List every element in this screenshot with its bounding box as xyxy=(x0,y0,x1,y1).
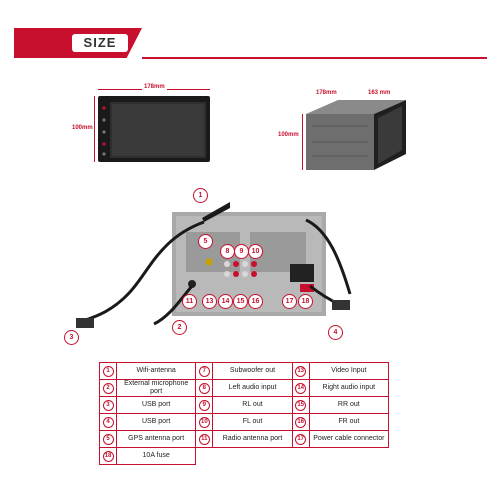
legend-number: 11 xyxy=(198,433,210,445)
callout-13: 13 xyxy=(202,294,217,309)
callout-18: 18 xyxy=(298,294,313,309)
legend-number: 4 xyxy=(102,416,114,428)
front-view-diagram: 178mm 100mm xyxy=(72,84,216,166)
legend-empty-cell xyxy=(196,448,389,465)
legend-text: RR out xyxy=(308,396,390,414)
legend-text: USB port xyxy=(115,396,197,414)
rear-panel-image xyxy=(76,202,352,328)
front-width-label: 178mm xyxy=(142,84,167,90)
legend-number: 15 xyxy=(295,399,307,411)
side-view-diagram: 178mm 163 mm 100mm xyxy=(278,90,412,178)
side-depth-label: 163 mm xyxy=(368,90,391,96)
callout-9: 9 xyxy=(234,244,249,259)
callout-2: 2 xyxy=(172,320,187,335)
callout-15: 15 xyxy=(233,294,248,309)
callout-1: 1 xyxy=(193,188,208,203)
legend-number: 10 xyxy=(198,416,210,428)
legend-number: 8 xyxy=(198,382,210,394)
legend-number: 1 xyxy=(102,365,114,377)
legend-text: RL out xyxy=(212,396,293,414)
side-height-label: 100mm xyxy=(278,132,299,138)
legend-text: Power cable connector xyxy=(308,430,390,448)
legend-text: GPS antenna port xyxy=(115,430,197,448)
legend-text: External microphone port xyxy=(115,379,197,397)
legend-text: Left audio input xyxy=(212,379,293,397)
legend-number: 3 xyxy=(102,399,114,411)
legend-number: 9 xyxy=(198,399,210,411)
legend-text: Video Input xyxy=(308,362,390,380)
legend-row: 4 USB port 10 FL out 16 FR out xyxy=(99,413,390,431)
head-unit-front-image xyxy=(98,96,210,162)
legend-text: FR out xyxy=(308,413,390,431)
legend-number: 2 xyxy=(102,382,114,394)
legend-text: Right audio input xyxy=(308,379,390,397)
front-height-label: 100mm xyxy=(72,125,93,131)
legend-number: 14 xyxy=(295,382,307,394)
front-height-line xyxy=(94,96,95,162)
header-divider xyxy=(142,57,487,59)
legend-text: Wifi-antenna xyxy=(115,362,197,380)
legend-text: 10A fuse xyxy=(115,447,197,465)
rear-view-diagram: 1 2 3 4 5 8 9 10 11 13 14 15 16 17 18 xyxy=(64,188,360,350)
side-height-line xyxy=(302,114,303,170)
callout-4: 4 xyxy=(328,325,343,340)
callout-11: 11 xyxy=(182,294,197,309)
callout-10: 10 xyxy=(248,244,263,259)
legend-number: 13 xyxy=(295,365,307,377)
legend-row: 3 USB port 9 RL out 15 RR out xyxy=(99,396,390,414)
legend-text: FL out xyxy=(212,413,293,431)
legend-number: 17 xyxy=(295,433,307,445)
legend-row: 1 Wifi-antenna 7 Subwoofer out 13 Video … xyxy=(99,362,390,380)
legend-text: Subwoofer out xyxy=(212,362,293,380)
legend-number: 5 xyxy=(102,433,114,445)
callout-5: 5 xyxy=(198,234,213,249)
legend-number: 16 xyxy=(295,416,307,428)
callout-3: 3 xyxy=(64,330,79,345)
legend-text: USB port xyxy=(115,413,197,431)
legend-number: 7 xyxy=(198,365,210,377)
legend-number: 18 xyxy=(102,450,114,462)
side-width-label: 178mm xyxy=(316,90,337,96)
legend-row: 5 GPS antenna port 11 Radio antenna port… xyxy=(99,430,390,448)
legend-row: 2 External microphone port 8 Left audio … xyxy=(99,379,390,397)
section-title: SIZE xyxy=(72,34,128,52)
callout-16: 16 xyxy=(248,294,263,309)
callout-8: 8 xyxy=(220,244,235,259)
legend-row: 18 10A fuse xyxy=(99,447,389,465)
port-legend-table: 1 Wifi-antenna 7 Subwoofer out 13 Video … xyxy=(99,362,390,465)
callout-17: 17 xyxy=(282,294,297,309)
callout-14: 14 xyxy=(218,294,233,309)
head-unit-side-image xyxy=(306,100,406,170)
legend-text: Radio antenna port xyxy=(212,430,293,448)
